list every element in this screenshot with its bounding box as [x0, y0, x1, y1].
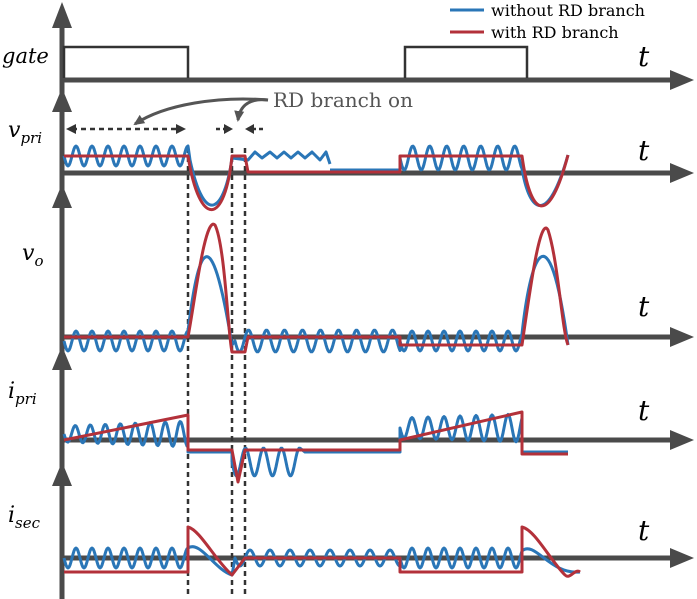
- vo-label-sub: o: [34, 252, 43, 270]
- rd-branch-on-label: RD branch on: [273, 88, 413, 112]
- vo-label: vo: [22, 241, 43, 270]
- isec-without-rd: [62, 545, 581, 577]
- isec-with-rd: [64, 525, 581, 578]
- rd-branch-annotation: RD branch on: [66, 88, 413, 134]
- gate-label: gate: [2, 44, 49, 68]
- vertical-axis-arrow: [52, 2, 72, 28]
- isec-label-sub: sec: [15, 514, 41, 532]
- t-label-vpri: t: [638, 134, 650, 167]
- vpri-without-rd: [62, 144, 570, 207]
- isec-axis-arrow: [52, 462, 72, 486]
- ipri-label-sub: pri: [15, 390, 37, 408]
- t-label-vo: t: [638, 290, 650, 323]
- vo-without-rd: [62, 255, 570, 354]
- vpri-axis-arrow: [52, 88, 72, 112]
- gate-time-axis-arrow: [670, 70, 694, 90]
- vo-with-rd: [64, 222, 570, 354]
- ipri-axis-arrow: [52, 346, 72, 370]
- vpri-label-base: v: [8, 118, 21, 143]
- vpri-with-rd: [64, 154, 570, 212]
- vpri-label: vpri: [8, 118, 42, 147]
- isec-label: isec: [8, 503, 41, 532]
- ipri-label-base: i: [8, 379, 15, 404]
- legend-with-label: with RD branch: [491, 23, 619, 42]
- vo-axis-arrow: [52, 184, 72, 208]
- isec-label-base: i: [8, 503, 15, 528]
- gate-waveform: [62, 45, 529, 78]
- waveforms-without-rd: [62, 144, 581, 577]
- isec-time-axis-arrow: [670, 548, 694, 568]
- t-label-gate: t: [638, 40, 650, 73]
- legend-without-label: without RD branch: [491, 1, 645, 20]
- annotation-arrow-right: [234, 98, 269, 122]
- vo-label-base: v: [22, 241, 35, 266]
- t-label-ipri: t: [638, 394, 650, 427]
- vpri-label-sub: pri: [20, 129, 42, 147]
- ipri-with-rd: [63, 410, 568, 484]
- vpri-time-axis-arrow: [670, 163, 694, 183]
- legend: without RD branch with RD branch: [450, 1, 645, 42]
- vo-time-axis-arrow: [670, 327, 694, 347]
- waveforms-with-rd: [63, 154, 581, 578]
- ipri-label: ipri: [8, 379, 37, 408]
- signal-labels: gate vpri vo ipri isec: [2, 44, 49, 532]
- dashed-guides: [186, 148, 247, 598]
- t-label-isec: t: [638, 514, 650, 547]
- annotation-arrow-left: [133, 97, 269, 126]
- time-labels: t t t t t: [638, 40, 650, 547]
- ipri-time-axis-arrow: [670, 430, 694, 450]
